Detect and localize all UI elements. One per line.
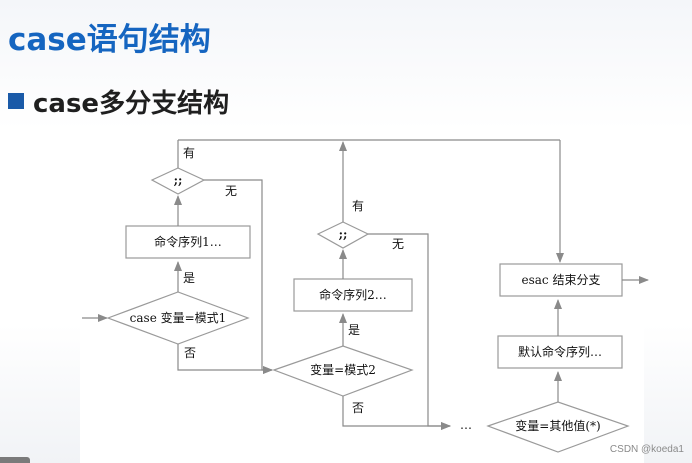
have-label-2: 有: [352, 199, 364, 213]
command-seq-2-text: 命令序列2…: [319, 287, 387, 302]
condition-2-diamond: [272, 345, 414, 397]
case-condition-diamond: [106, 291, 250, 345]
page-title: case语句结构: [8, 22, 211, 58]
condition-2-text: 变量=模式2: [310, 362, 376, 377]
default-condition-diamond: [486, 401, 630, 453]
no-arrow-1: [177, 344, 273, 374]
square-bullet-icon: [8, 93, 24, 109]
yes-label-2: 是: [348, 323, 360, 337]
dsemi2-text: ;;: [339, 227, 348, 241]
ellipsis-text: …: [460, 418, 472, 432]
have-label-1: 有: [183, 146, 195, 160]
none-label-1: 无: [225, 184, 237, 198]
no-label-2: 否: [352, 401, 364, 415]
esac-text: esac 结束分支: [522, 273, 601, 287]
command-seq-2-box: [293, 278, 413, 312]
none-label-2: 无: [392, 237, 404, 251]
subtitle-row: case多分支结构: [8, 84, 230, 119]
command-seq-1-text: 命令序列1…: [154, 234, 222, 249]
command-seq-1-box: [125, 225, 251, 259]
default-command-text: 默认命令序列…: [518, 344, 602, 359]
section-subtitle: case多分支结构: [33, 88, 230, 119]
none-arrow-2: [368, 233, 451, 430]
esac-box: [499, 263, 623, 297]
none-arrow-1: [204, 179, 273, 374]
dsemi1-text: ;;: [174, 173, 183, 187]
watermark: CSDN @koeda1: [609, 444, 684, 455]
no-label-1: 否: [184, 346, 196, 360]
default-command-box: [497, 335, 623, 369]
yes-label-1: 是: [183, 271, 195, 285]
case-condition-text: case 变量=模式1: [130, 310, 227, 325]
corner-tab: [0, 457, 30, 463]
no-arrow-2: [342, 396, 451, 430]
default-condition-text: 变量=其他值(*): [515, 418, 600, 433]
